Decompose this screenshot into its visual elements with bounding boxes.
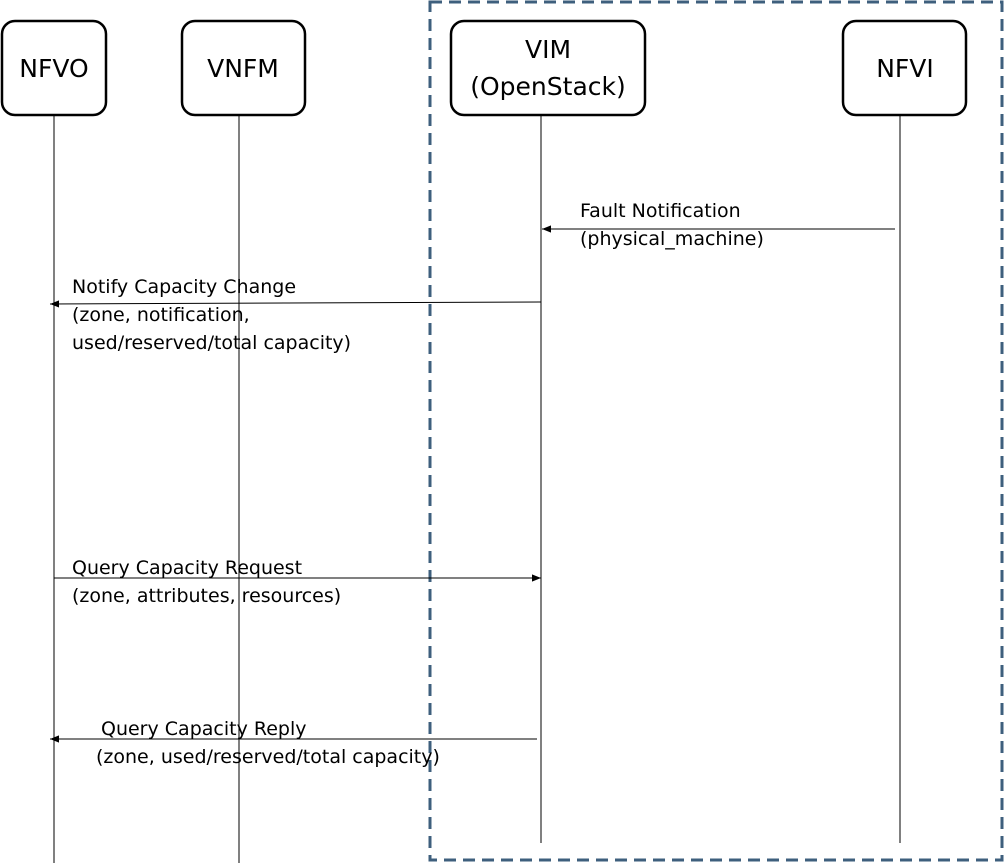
actor-nfvo-box bbox=[0, 19, 108, 117]
message-notify-capacity-change: Notify Capacity Change (zone, notificati… bbox=[49, 276, 542, 354]
query-capacity-reply-params: (zone, used/reserved/total capacity) bbox=[96, 746, 440, 768]
notify-capacity-change-params-1: (zone, notification, bbox=[72, 304, 250, 326]
actor-vim: VIM (OpenStack) bbox=[449, 19, 647, 117]
actor-nfvi-label: NFVI bbox=[876, 54, 934, 83]
actor-nfvi-box bbox=[841, 19, 968, 117]
query-capacity-request-params: (zone, attributes, resources) bbox=[72, 585, 341, 607]
message-fault-notification: Fault Notification (physical_machine) bbox=[542, 200, 895, 250]
actor-vnfm-label: VNFM bbox=[207, 54, 279, 83]
actor-vnfm: VNFM bbox=[180, 19, 307, 117]
fault-notification-params: (physical_machine) bbox=[580, 228, 764, 250]
query-capacity-request-title: Query Capacity Request bbox=[72, 557, 302, 579]
actor-vim-box bbox=[449, 19, 647, 117]
actor-vnfm-box bbox=[180, 19, 307, 117]
actor-nfvo-label: NFVO bbox=[19, 54, 88, 83]
actor-nfvo: NFVO bbox=[0, 19, 108, 117]
fault-notification-title: Fault Notification bbox=[580, 200, 741, 222]
domain-boundary bbox=[428, 0, 1004, 862]
message-query-capacity-request: Query Capacity Request (zone, attributes… bbox=[54, 557, 541, 607]
actor-vim-label: VIM bbox=[525, 35, 571, 64]
query-capacity-reply-title: Query Capacity Reply bbox=[101, 718, 306, 740]
actor-nfvi: NFVI bbox=[841, 19, 968, 117]
actor-vim-sublabel: (OpenStack) bbox=[470, 72, 626, 101]
notify-capacity-change-title: Notify Capacity Change bbox=[72, 276, 296, 298]
notify-capacity-change-params-2: used/reserved/total capacity) bbox=[72, 332, 351, 354]
message-query-capacity-reply: Query Capacity Reply (zone, used/reserve… bbox=[50, 718, 537, 768]
notify-capacity-change-arrow bbox=[49, 300, 542, 308]
